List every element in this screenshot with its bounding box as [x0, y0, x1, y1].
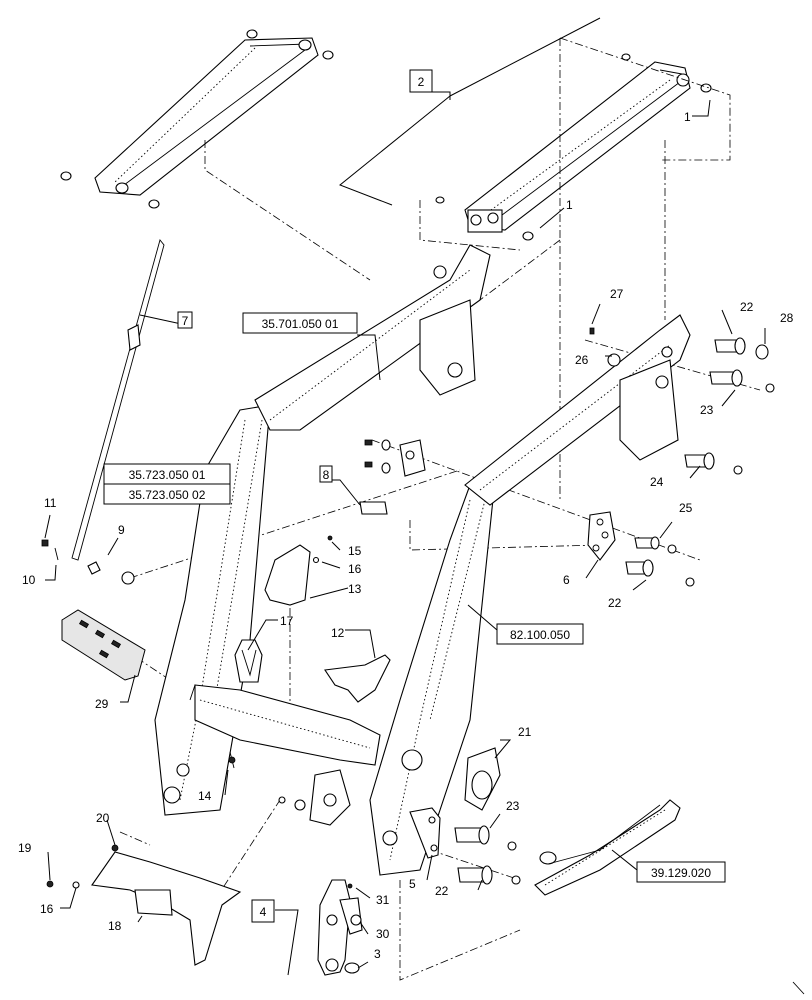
callout-6: 6	[563, 573, 570, 587]
callout-27: 27	[610, 287, 624, 301]
callout-16-upper: 16	[348, 562, 362, 576]
reference-35723050-01: 35.723.050 01	[129, 468, 206, 482]
callout-20: 20	[96, 811, 110, 825]
callout-9: 9	[118, 523, 125, 537]
callout-box-7	[177, 311, 193, 329]
callout-box-4	[251, 899, 275, 923]
callout-4: 4	[260, 905, 267, 919]
callout-26: 26	[575, 353, 589, 367]
leader-lines	[44, 17, 805, 995]
callout-22-lower: 22	[435, 884, 449, 898]
callout-22-mid: 22	[608, 596, 622, 610]
boxed-labels: 2 4 7 8 35.701.050 01 35.723.050 01 35.7…	[103, 69, 726, 923]
grab-handle-29	[61, 609, 146, 681]
callout-18: 18	[108, 919, 122, 933]
callout-23-upper: 23	[700, 403, 714, 417]
callout-8: 8	[323, 468, 330, 482]
callout-15: 15	[348, 544, 362, 558]
callout-31: 31	[376, 893, 390, 907]
reference-box-5	[636, 861, 726, 883]
callout-24: 24	[650, 475, 664, 489]
reference-box-3	[103, 483, 231, 505]
callout-12: 12	[331, 626, 345, 640]
reference-35701050-01: 35.701.050 01	[262, 317, 339, 331]
loader-frame	[154, 244, 691, 876]
callout-23-lower: 23	[506, 799, 520, 813]
hardware	[41, 327, 775, 976]
callout-11: 11	[44, 496, 57, 510]
callout-25: 25	[679, 501, 693, 515]
reference-box-1	[242, 312, 358, 334]
cross-tube-left	[60, 29, 334, 209]
callout-30: 30	[376, 927, 390, 941]
callout-13: 13	[348, 582, 362, 596]
reference-82100050: 82.100.050	[510, 628, 570, 642]
callout-1-lower: 1	[566, 198, 573, 212]
callout-21: 21	[518, 725, 532, 739]
callout-5: 5	[409, 877, 416, 891]
callout-22-upper: 22	[740, 300, 754, 314]
callout-14: 14	[198, 789, 212, 803]
callout-3: 3	[374, 947, 381, 961]
cross-tube-right	[435, 53, 712, 241]
reference-35723050-02: 35.723.050 02	[129, 488, 206, 502]
reference-box-4	[496, 623, 584, 645]
callout-28: 28	[780, 311, 794, 325]
callout-7: 7	[182, 314, 189, 328]
callout-box-2	[409, 69, 433, 93]
reference-39129020: 39.129.020	[651, 866, 711, 880]
callout-numbers: 1 1 3 5 6 9 10 11 12 13 14 15 16 16 17 1…	[18, 110, 794, 961]
callout-10: 10	[22, 573, 36, 587]
callout-box-8	[319, 465, 333, 483]
cover-18	[46, 844, 242, 966]
callout-2: 2	[418, 75, 425, 89]
callout-1-upper: 1	[684, 110, 691, 124]
callout-19: 19	[18, 841, 32, 855]
callout-16-lower: 16	[40, 902, 54, 916]
callout-17: 17	[280, 614, 294, 628]
rod-7	[71, 239, 165, 561]
callout-29: 29	[95, 697, 109, 711]
